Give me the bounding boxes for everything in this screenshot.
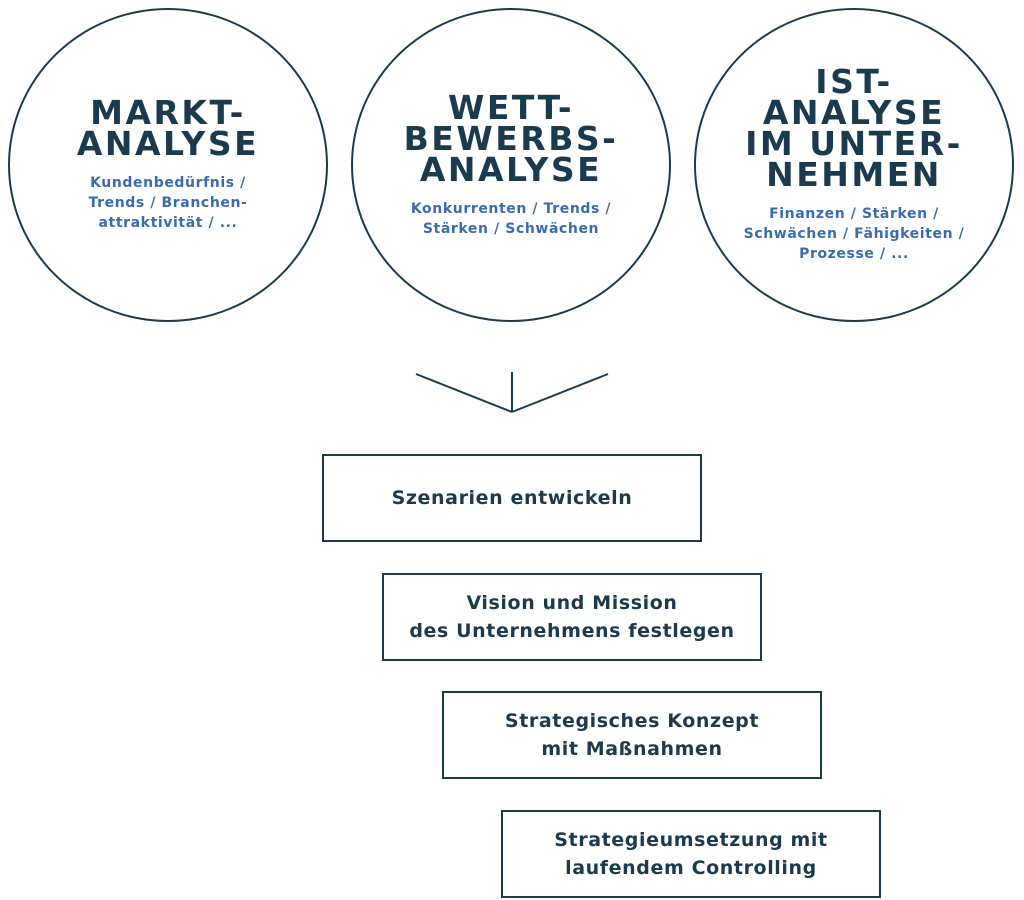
circle-title: IST- ANALYSE IM UNTER- NEHMEN [745,62,963,194]
step-implementation-controlling: Strategieumsetzung mit laufendem Control… [501,810,881,898]
circle-market-analysis: MARKT- ANALYSE Kundenbedürfnis / Trends … [8,8,328,322]
circle-title: WETT- BEWERBS- ANALYSE [403,87,619,189]
circle-title: MARKT- ANALYSE [76,93,260,163]
chevron-down-icon [415,372,609,413]
circle-competition-analysis: WETT- BEWERBS- ANALYSE Konkurrenten / Tr… [351,8,671,322]
circle-subtitle: Konkurrenten / Trends / Stärken / Schwäc… [410,200,612,237]
step-vision-mission: Vision und Mission des Unternehmens fest… [382,573,762,661]
step-strategic-concept: Strategisches Konzept mit Maßnahmen [442,691,822,779]
circle-internal-analysis: IST- ANALYSE IM UNTER- NEHMEN Finanzen /… [694,8,1014,322]
circle-subtitle: Kundenbedürfnis / Trends / Branchen- att… [88,175,248,231]
step-scenarios: Szenarien entwickeln [322,454,702,542]
circle-subtitle: Finanzen / Stärken / Schwächen / Fähigke… [743,206,965,262]
